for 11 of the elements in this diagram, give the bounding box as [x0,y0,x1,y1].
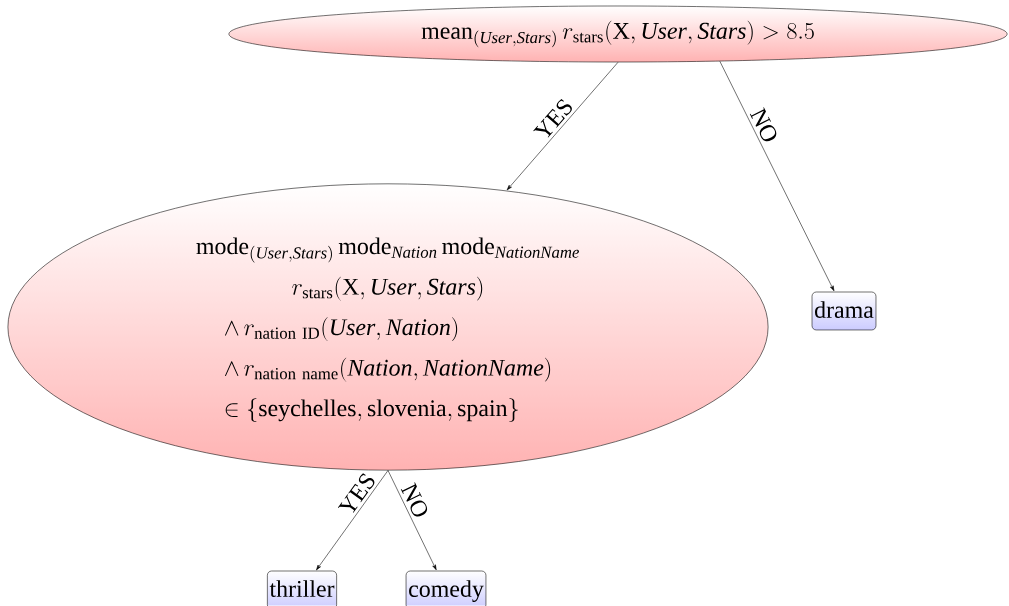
edge-label: YES [337,473,375,513]
arrow [719,61,835,292]
arrow [316,470,389,571]
edge-label: NO [749,107,777,142]
arrow [506,62,619,191]
leaf-box: thriller [267,570,337,606]
edge-label: NO [400,482,428,517]
leaf-box: drama [811,291,877,331]
edge-label: YES [533,98,572,138]
arrow [387,470,437,571]
leaf-box: comedy [405,570,487,606]
